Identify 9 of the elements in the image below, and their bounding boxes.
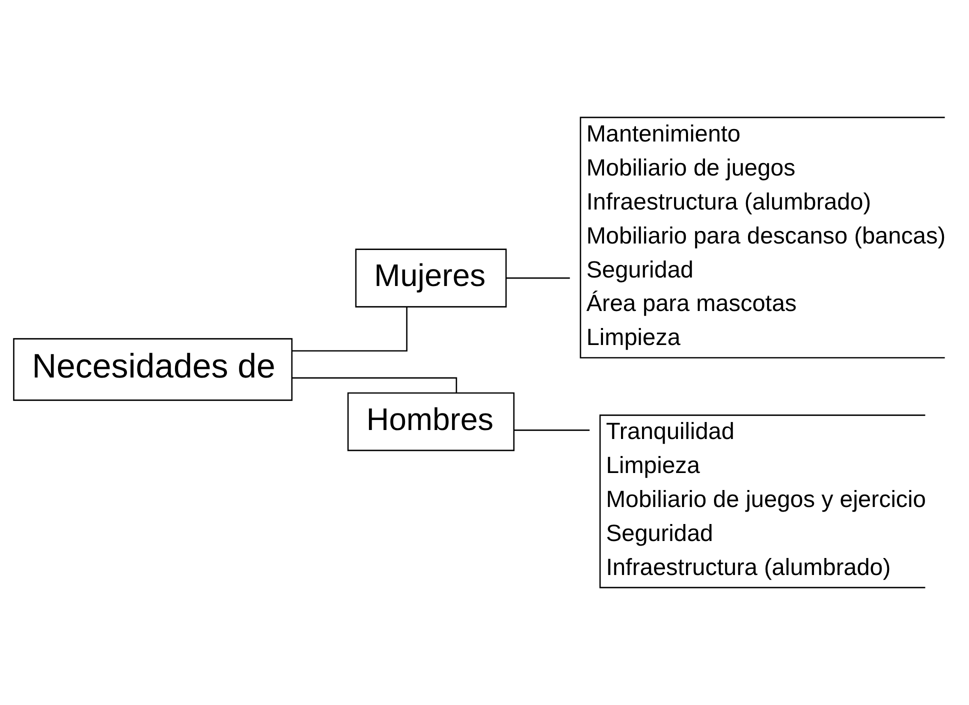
connector — [514, 430, 590, 431]
node-box: Hombres — [347, 392, 515, 452]
connector — [506, 277, 570, 279]
node-text: Tranquilidad Limpieza Mobiliario de juegos y ejercicio Seguridad Infraestructura (alumbrado) — [606, 418, 926, 580]
node-text: Mantenimiento Mobiliario de juegos Infraestructura (alumbrado) Mobiliario para descanso (bancas) Seguridad Área para mascotas Limpieza — [586, 120, 946, 350]
node-box: Necesidades de — [13, 338, 293, 401]
connector — [292, 306, 408, 352]
connector — [292, 377, 458, 393]
node-box: Mujeres — [355, 248, 507, 308]
